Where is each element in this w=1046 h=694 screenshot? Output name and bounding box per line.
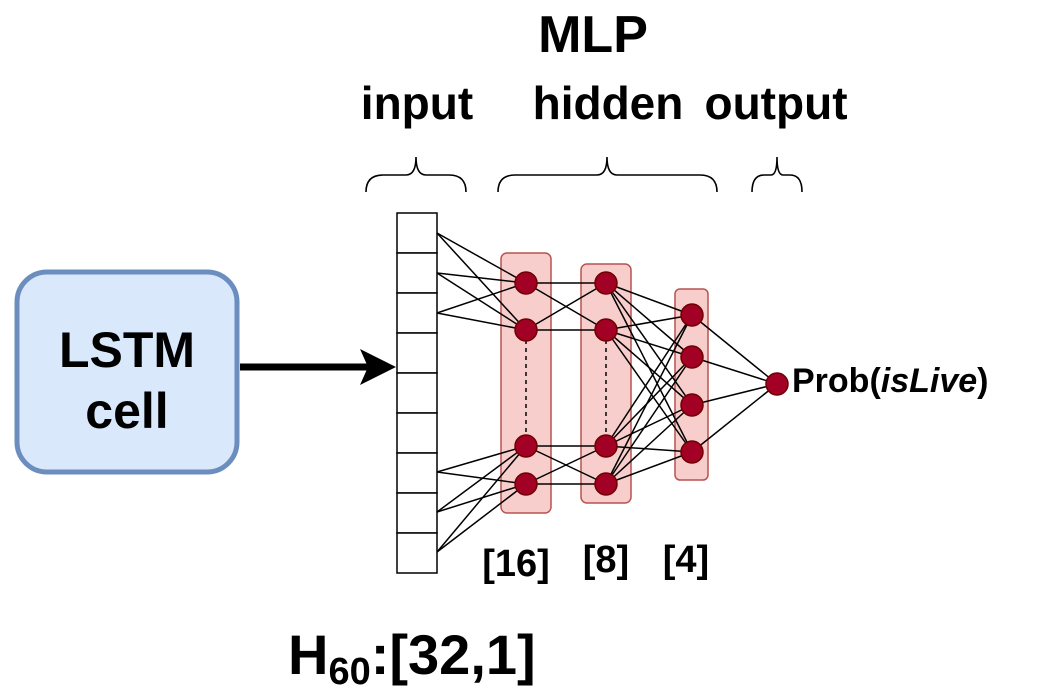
hidden-layer-3-node xyxy=(680,303,704,327)
brace-output xyxy=(751,156,803,193)
connection-line xyxy=(691,314,778,385)
connection-line xyxy=(525,282,607,331)
input-shape-label: H60:[32,1] xyxy=(288,623,536,693)
hidden-layer-2-node xyxy=(594,434,618,458)
connection-line xyxy=(436,445,527,553)
connection-line xyxy=(436,272,527,284)
connection-line xyxy=(605,282,693,316)
layer-size-1: [16] xyxy=(482,543,550,585)
input-vector-cell xyxy=(396,332,438,374)
connection-line xyxy=(605,445,693,453)
hidden-layer-2-node xyxy=(594,318,618,342)
connection-line xyxy=(436,471,527,485)
hidden-layer-3-node xyxy=(680,393,704,417)
section-label-hidden: hidden xyxy=(533,77,684,129)
connection-line xyxy=(605,404,693,447)
neurons xyxy=(514,271,789,496)
hidden-layer-3-node xyxy=(680,345,704,369)
input-vector-cell xyxy=(396,252,438,294)
connection-line xyxy=(436,232,527,284)
output-node xyxy=(765,372,789,396)
input-vector-cell xyxy=(396,212,438,254)
connection-line xyxy=(436,445,527,513)
hidden-layer-3-node xyxy=(680,440,704,464)
input-shape-base: H xyxy=(288,623,328,686)
input-vector-cell xyxy=(396,532,438,574)
output-layer-box xyxy=(674,288,709,481)
input-vector-cell xyxy=(396,412,438,454)
connection-line xyxy=(605,404,693,485)
input-vector-cell xyxy=(396,292,438,334)
connection-line xyxy=(605,451,693,485)
connection-line xyxy=(605,314,693,485)
output-label-italic: isLive xyxy=(881,362,977,400)
hidden-layer-1-node xyxy=(514,472,538,496)
hidden-layer-1-node xyxy=(514,271,538,295)
brace-hidden xyxy=(497,156,718,193)
connection-line xyxy=(605,356,693,447)
connection-line xyxy=(436,282,527,314)
output-label-suffix: ) xyxy=(977,362,988,400)
output-label: Prob(isLive) xyxy=(792,362,989,400)
lstm-cell-label-line1: LSTM xyxy=(59,322,195,378)
hidden-layer-2-node xyxy=(594,271,618,295)
input-vector-cell xyxy=(396,452,438,494)
hidden-layer-1-node xyxy=(514,434,538,458)
connection-line xyxy=(525,445,607,485)
connection-line xyxy=(605,356,693,485)
layer-size-2: [8] xyxy=(583,539,629,581)
input-shape-rest: :[32,1] xyxy=(371,623,536,686)
brace-input xyxy=(365,156,467,193)
diagram-title: MLP xyxy=(538,6,648,64)
connection-line xyxy=(605,314,693,447)
connection-line xyxy=(691,356,778,385)
connection-line xyxy=(605,314,693,331)
connection-line xyxy=(605,329,693,358)
input-vector-cell xyxy=(396,492,438,534)
connection-line xyxy=(691,383,778,453)
section-label-output: output xyxy=(704,77,847,129)
section-label-input: input xyxy=(361,77,473,129)
connection-line xyxy=(436,312,527,331)
connection-line xyxy=(436,272,527,331)
connection-line xyxy=(605,329,693,406)
input-vector xyxy=(396,212,438,574)
arrow-head xyxy=(360,349,396,385)
output-label-prefix: Prob( xyxy=(792,362,881,400)
hidden-layer-1-node xyxy=(514,318,538,342)
lstm-cell-box xyxy=(14,269,240,475)
connection-line xyxy=(436,232,527,331)
input-vector-cell xyxy=(396,372,438,414)
layer-size-3: [4] xyxy=(663,539,709,581)
lstm-cell-label-line2: cell xyxy=(85,383,168,439)
hidden-layer-2-node xyxy=(594,472,618,496)
connection-line xyxy=(691,383,778,406)
connection-line xyxy=(436,445,527,473)
connections xyxy=(436,232,778,553)
connection-line xyxy=(436,483,527,553)
input-shape-subscript: 60 xyxy=(328,651,370,693)
section-braces xyxy=(365,156,803,193)
connection-line xyxy=(605,329,693,453)
